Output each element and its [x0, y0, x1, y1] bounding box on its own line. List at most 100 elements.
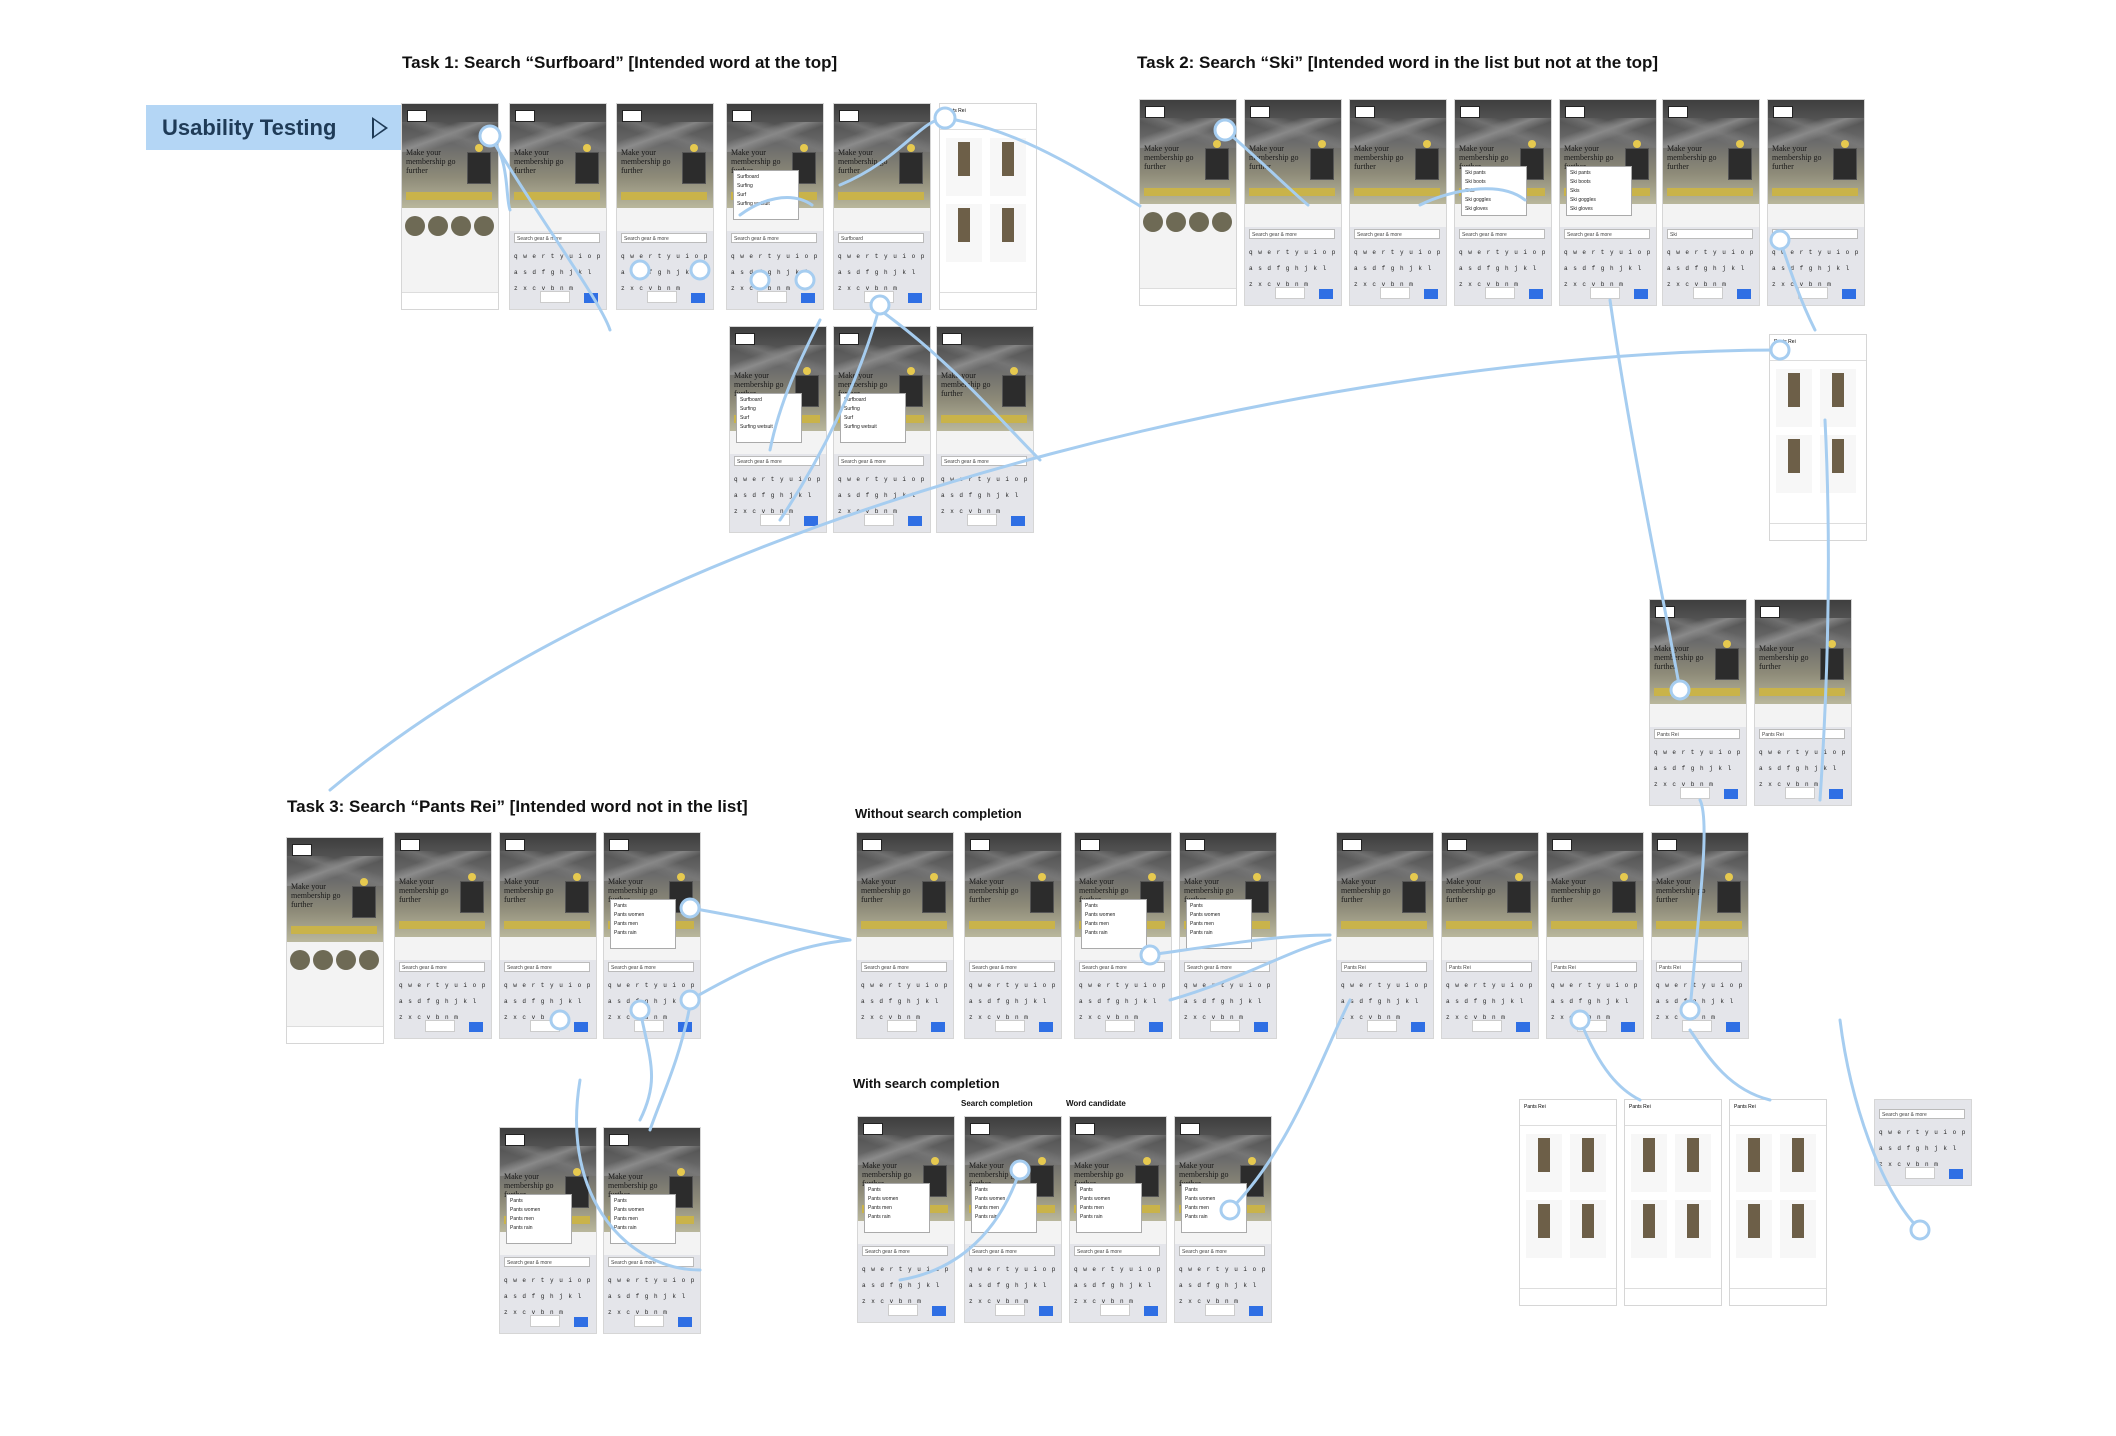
suggestion-item[interactable]: Pants rain	[1085, 930, 1108, 936]
suggestion-item[interactable]: Pants women	[614, 912, 645, 918]
suggestion-item[interactable]: Ski pants	[1465, 170, 1486, 176]
app-screen-results[interactable]: Pants Rei	[940, 104, 1036, 309]
promo-banner[interactable]	[1144, 188, 1230, 196]
keyboard-row[interactable]: a s d f g h j k l	[504, 998, 583, 1005]
search-go-key[interactable]	[1249, 1306, 1263, 1316]
keyboard-row[interactable]: a s d f g h j k l	[1341, 998, 1420, 1005]
suggestion-item[interactable]: Pants men	[1185, 1205, 1209, 1211]
product-card[interactable]	[1820, 369, 1856, 427]
suggestion-item[interactable]: Pants men	[975, 1205, 999, 1211]
keyboard-row[interactable]: a s d f g h j k l	[861, 998, 940, 1005]
search-go-key[interactable]	[584, 293, 598, 303]
usability-testing-start-button[interactable]: Usability Testing	[146, 105, 402, 150]
space-key[interactable]	[1380, 287, 1410, 299]
space-key[interactable]	[1577, 1020, 1607, 1032]
space-key[interactable]	[1210, 1020, 1240, 1032]
keyboard-row[interactable]: q w e r t y u i o p	[1667, 249, 1755, 256]
space-key[interactable]	[967, 514, 997, 526]
keyboard-row[interactable]: q w e r t y u i o p	[504, 982, 592, 989]
search-go-key[interactable]	[804, 516, 818, 526]
results-search-bar[interactable]: Pants Rei	[1730, 1100, 1826, 1126]
app-screen-home[interactable]: Make your membership go further	[287, 838, 383, 1043]
suggestion-item[interactable]: Ski goggles	[1570, 197, 1596, 203]
suggestion-item[interactable]: Pants rain	[868, 1214, 891, 1220]
suggestion-item[interactable]: Ski pants	[1570, 170, 1591, 176]
search-input[interactable]: Search gear & more	[1249, 229, 1335, 239]
suggestion-item[interactable]: Skis	[1570, 188, 1580, 194]
keyboard-row[interactable]: z x c v b n m	[1667, 281, 1727, 288]
promo-banner[interactable]	[514, 192, 600, 200]
product-card[interactable]	[1776, 435, 1812, 493]
keyboard-row[interactable]: a s d f g h j k l	[621, 269, 700, 276]
search-go-key[interactable]	[1011, 516, 1025, 526]
keyboard-row[interactable]: a s d f g h j k l	[1551, 998, 1630, 1005]
promo-banner[interactable]	[1759, 688, 1845, 696]
app-screen-home[interactable]: Make your membership go further	[1140, 100, 1236, 305]
promo-banner[interactable]	[969, 921, 1055, 929]
suggestion-item[interactable]: Ski boots	[1465, 179, 1486, 185]
suggestion-item[interactable]: Surfboard	[740, 397, 762, 403]
suggestion-item[interactable]: Pants rain	[614, 930, 637, 936]
suggestion-item[interactable]: Pants women	[614, 1207, 645, 1213]
product-card[interactable]	[1526, 1134, 1562, 1192]
space-key[interactable]	[864, 291, 894, 303]
keyboard-row[interactable]: a s d f g h j k l	[1184, 998, 1263, 1005]
space-key[interactable]	[864, 514, 894, 526]
promo-banner[interactable]	[1249, 188, 1335, 196]
search-go-key[interactable]	[1516, 1022, 1530, 1032]
search-input[interactable]: Pants Rei	[1656, 962, 1742, 972]
keyboard-row[interactable]: q w e r t y u i o p	[1184, 982, 1272, 989]
keyboard-row[interactable]: z x c v b n m	[1184, 1014, 1244, 1021]
suggestion-item[interactable]: Pants rain	[614, 1225, 637, 1231]
keyboard-row[interactable]: q w e r t y u i o p	[1079, 982, 1167, 989]
keyboard-row[interactable]: a s d f g h j k l	[1459, 265, 1538, 272]
search-input[interactable]: Search gear & more	[1459, 229, 1545, 239]
suggestion-item[interactable]: Pants	[868, 1187, 881, 1193]
category-thumb[interactable]	[474, 216, 494, 236]
keyboard-row[interactable]: q w e r t y u i o p	[608, 982, 696, 989]
suggestion-item[interactable]: Pants rain	[1080, 1214, 1103, 1220]
suggestion-item[interactable]: Surfing	[844, 406, 860, 412]
category-thumb[interactable]	[1166, 212, 1186, 232]
keyboard-row[interactable]: a s d f g h j k l	[504, 1293, 583, 1300]
suggestion-item[interactable]: Pants men	[1085, 921, 1109, 927]
space-key[interactable]	[887, 1020, 917, 1032]
space-key[interactable]	[1105, 1020, 1135, 1032]
bottom-tab-bar[interactable]	[1520, 1288, 1616, 1305]
product-card[interactable]	[1780, 1134, 1816, 1192]
search-go-key[interactable]	[1424, 289, 1438, 299]
search-input[interactable]: Search gear & more	[1179, 1246, 1265, 1256]
promo-banner[interactable]	[1446, 921, 1532, 929]
keyboard-row[interactable]: z x c v b n m	[1179, 1298, 1239, 1305]
search-input[interactable]: Surfboard	[838, 233, 924, 243]
suggestion-item[interactable]: Pants women	[1185, 1196, 1216, 1202]
suggestion-item[interactable]: Pants women	[1190, 912, 1221, 918]
